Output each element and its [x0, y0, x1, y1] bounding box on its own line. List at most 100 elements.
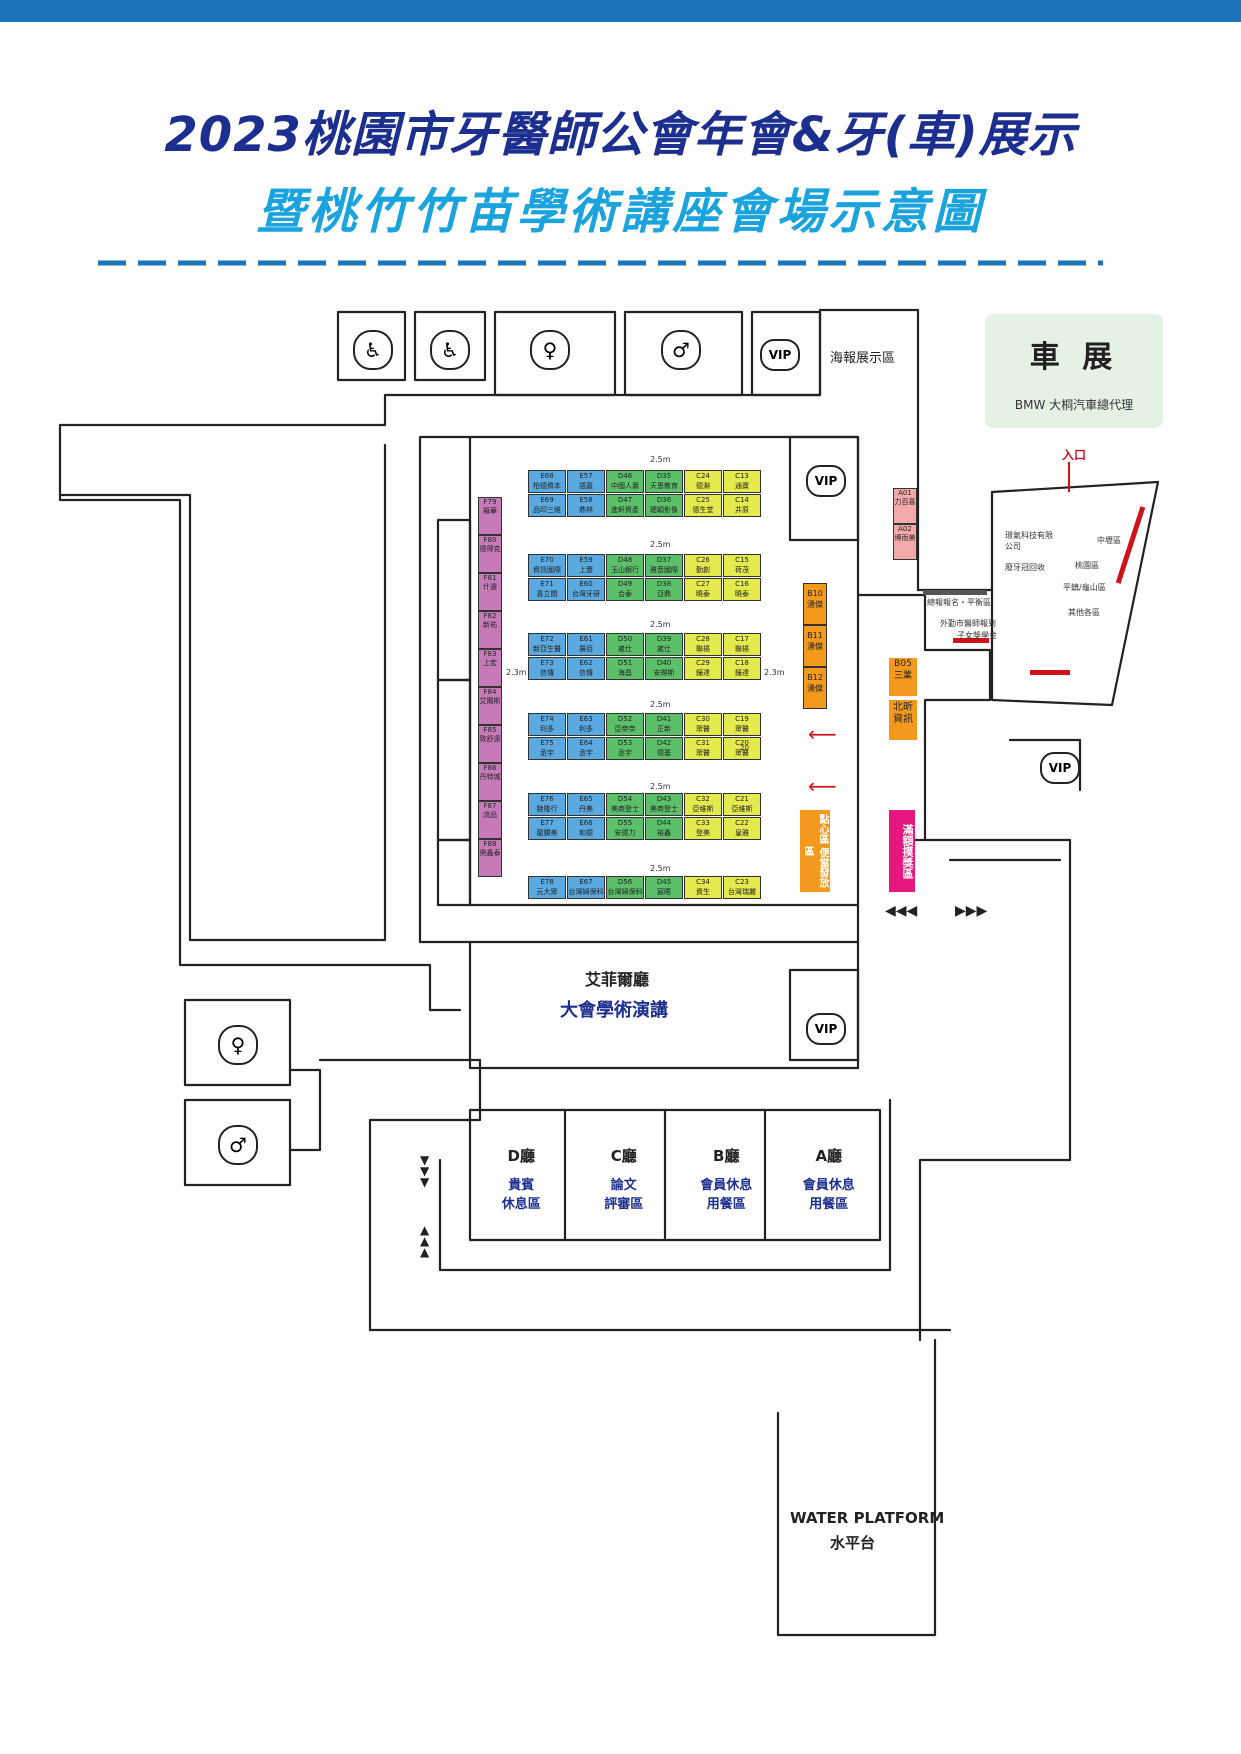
- booth-name: 崴仕: [618, 645, 632, 653]
- male-restroom-icon: ♂: [661, 330, 701, 370]
- booth-name: 亞鼎: [657, 590, 671, 598]
- vip-icon: VIP: [1040, 752, 1080, 784]
- booth-cell: C16 曉泰: [723, 578, 761, 601]
- booth-code: D49: [617, 580, 633, 588]
- booth-name: 品印三維: [533, 506, 561, 514]
- booth-code: B11: [807, 631, 823, 640]
- snack-area: 點心區 便當發放區: [800, 810, 830, 892]
- booth-code: C23: [735, 878, 749, 886]
- booth-name: 新祐: [483, 621, 497, 629]
- pillar-outline: [436, 518, 472, 682]
- corridor-outline: [58, 443, 387, 942]
- hall-use-line2: 用餐區: [809, 1197, 849, 1212]
- booth-code: D46: [617, 472, 633, 480]
- booth-code: C19: [735, 715, 749, 723]
- direction-arrows-icon: ▶▶▶: [955, 903, 988, 919]
- booth-name: 丞宇: [540, 749, 554, 757]
- booth-code: C33: [696, 819, 710, 827]
- booth-name: 荷茂: [735, 566, 749, 574]
- booth-code: C16: [735, 580, 749, 588]
- outlet-number: 20: [740, 744, 749, 752]
- booth-code: F87: [483, 802, 497, 810]
- aisle-width-label: 2.5m: [650, 700, 671, 709]
- booth-name: 丹特城: [479, 773, 501, 781]
- booth-code: E77: [540, 819, 554, 827]
- booth-name: 聯揚: [696, 645, 710, 653]
- booth-code: D54: [617, 795, 633, 803]
- room-outline: [183, 998, 292, 1087]
- booth-code: D42: [656, 739, 672, 747]
- direction-arrows-icon: ◀◀◀: [885, 903, 918, 919]
- booth-code: E72: [540, 635, 554, 643]
- hall-room: C廳 論文 評審區: [573, 1145, 676, 1212]
- booth-code: A01: [898, 489, 912, 497]
- female-restroom-icon: ♀: [218, 1025, 258, 1065]
- corridor-outline: [438, 1098, 892, 1272]
- booth-code: C25: [696, 496, 710, 504]
- booth-code: E57: [579, 472, 593, 480]
- restroom-icon: ♿: [430, 330, 470, 370]
- booth-name: 眾醫: [735, 749, 749, 757]
- eiffel-hall-sub: 大會學術演講: [560, 1000, 668, 1021]
- water-platform-en: WATER PLATFORM: [790, 1509, 945, 1527]
- booth-code: D36: [656, 496, 672, 504]
- car-show-subtitle: BMW 大桐汽車總代理: [1014, 398, 1134, 412]
- booth-code: D47: [617, 496, 633, 504]
- booth-code: C14: [735, 496, 749, 504]
- page-title: 2023桃園市牙醫師公會年會&牙(車)展示: [164, 107, 1077, 163]
- booth-code: D53: [617, 739, 633, 747]
- room-outline: [336, 310, 407, 382]
- booth-name: 亞維斯: [731, 805, 753, 813]
- booth-code: D35: [656, 472, 672, 480]
- booth-code: E76: [540, 795, 554, 803]
- booth-name: 上豐: [579, 566, 593, 574]
- booth-name: 曉泰: [735, 590, 749, 598]
- booth-code: F84: [483, 688, 497, 696]
- booth-code: C17: [735, 635, 749, 643]
- booth-code: D55: [617, 819, 633, 827]
- booth-name: 中國人壽: [611, 482, 639, 490]
- hall-room: A廳 會員休息 用餐區: [778, 1145, 881, 1212]
- booth-name: 羅華: [483, 507, 497, 515]
- booth-name: 龍鑽美: [536, 829, 558, 837]
- booth-code: B10: [807, 589, 823, 598]
- booth-name: 玉山銀行: [611, 566, 639, 574]
- aisle-width-label: 2.5m: [650, 455, 671, 464]
- aisle-width-label: 2.5m: [650, 620, 671, 629]
- hall-name: A廳: [815, 1147, 843, 1165]
- booth-name: 井原: [735, 506, 749, 514]
- booth-code: A02: [898, 525, 912, 533]
- booth-name: 丞宇: [579, 749, 593, 757]
- booth-name: 信傳: [540, 669, 554, 677]
- booth-name: 眾醫: [735, 725, 749, 733]
- booth-name: 鼎林: [579, 506, 593, 514]
- reward-area: 滿額摸獎區: [889, 810, 915, 892]
- booth-name: 力百喜: [894, 498, 916, 506]
- booth-code: E64: [579, 739, 593, 747]
- booth-code: F80: [483, 536, 497, 544]
- gray-marker: [923, 590, 987, 595]
